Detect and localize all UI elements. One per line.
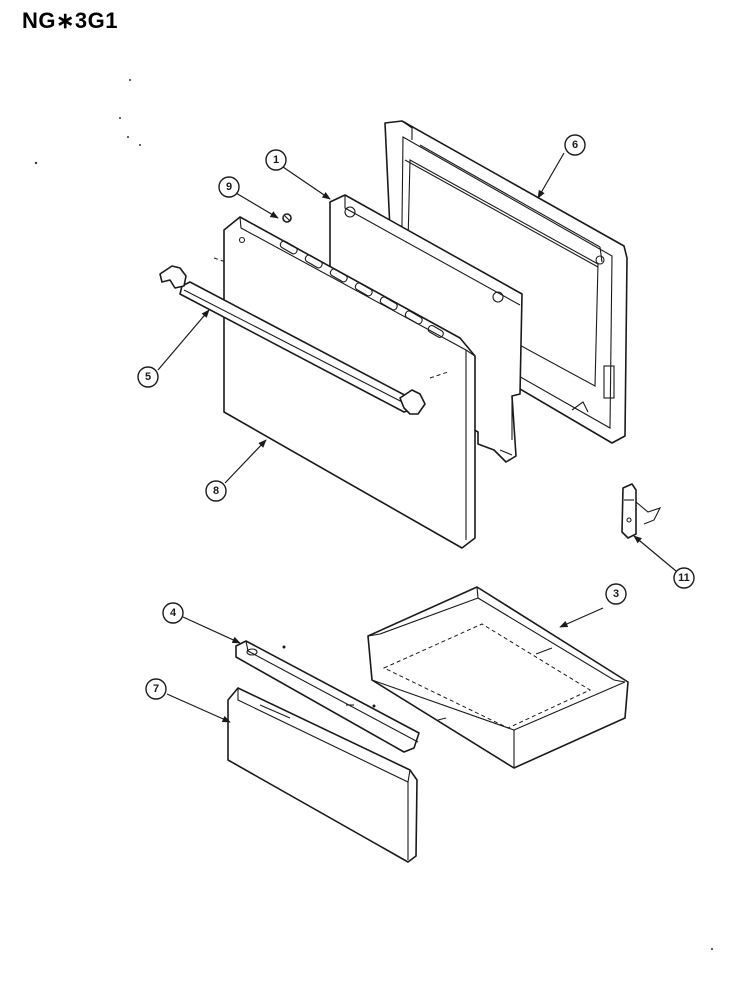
callout-1: 1 [265,149,287,171]
callout-label: 11 [678,572,690,584]
callout-label: 1 [273,154,279,166]
callout-9: 9 [218,176,240,198]
scan-specks [34,79,713,950]
drawer-front-panel-part [227,687,418,863]
callout-label: 3 [613,588,619,600]
callout-11: 11 [673,567,695,589]
page-title: NG∗3G1 [22,8,119,33]
callout-label: 6 [572,139,578,151]
broiler-drawer-pan-part [367,586,629,769]
callout-4: 4 [162,602,184,624]
callout-3: 3 [605,583,627,605]
callout-label: 8 [213,485,219,497]
callout-label: 5 [145,371,151,383]
drawer-front-bracket-part [235,640,420,753]
callout-label: 7 [153,683,159,695]
callout-6: 6 [564,134,586,156]
screw-part [282,213,292,223]
callout-leaders [157,152,677,723]
callout-7: 7 [145,678,167,700]
callout-5: 5 [137,366,159,388]
door-hinge-part [621,483,662,539]
callout-label: 9 [226,181,232,193]
callout-8: 8 [205,480,227,502]
door-handle-part [159,265,426,415]
callout-label: 4 [170,607,177,619]
